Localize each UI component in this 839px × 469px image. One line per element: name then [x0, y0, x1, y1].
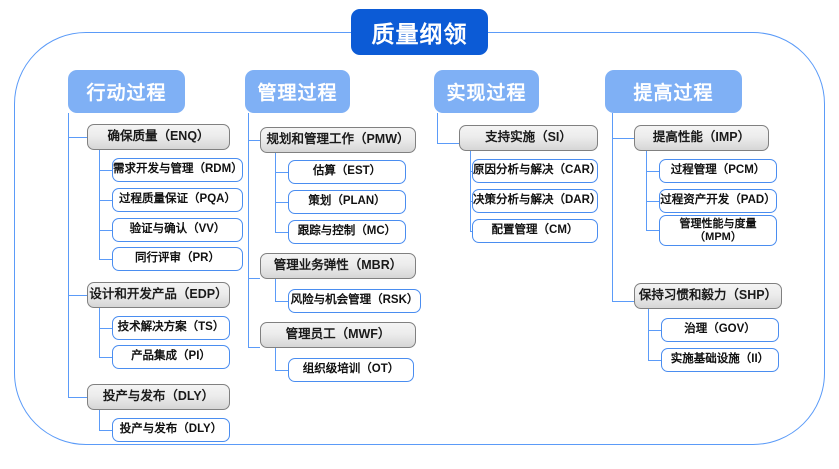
connector-col0-g2-stub: [68, 397, 87, 399]
connector-shp-c1: [648, 360, 661, 362]
leaf-node-mpm[interactable]: 管理性能与度量 （MPM）: [659, 215, 777, 246]
connector-enq-spine: [99, 150, 101, 259]
root-title-node: 质量纲领: [351, 9, 488, 55]
connector-imp-c2: [646, 230, 659, 232]
group-node-imp[interactable]: 提高性能（IMP）: [634, 125, 769, 151]
leaf-node-ot[interactable]: 组织级培训（OT）: [288, 358, 414, 382]
leaf-node-pad[interactable]: 过程资产开发（PAD）: [659, 189, 777, 213]
connector-mbr-c0: [275, 301, 288, 303]
connector-col3-spine: [612, 129, 614, 301]
leaf-node-mpm-label: 管理性能与度量 （MPM）: [679, 217, 757, 243]
leaf-node-dly[interactable]: 投产与发布（DLY）: [112, 418, 230, 442]
leaf-node-rdm[interactable]: 需求开发与管理（RDM）: [112, 158, 243, 182]
connector-mbr-spine: [275, 279, 277, 301]
connector-pmw-spine: [275, 153, 277, 232]
connector-dly-spine: [99, 410, 101, 430]
connector-mwf-c0: [275, 370, 288, 372]
leaf-node-rsk[interactable]: 风险与机会管理（RSK）: [288, 289, 421, 313]
leaf-node-vv[interactable]: 验证与确认（VV）: [112, 218, 243, 242]
connector-col2-drop: [437, 113, 439, 129]
connector-pmw-c2: [275, 232, 288, 234]
group-node-edp[interactable]: 设计和开发产品（EDP）: [87, 282, 230, 308]
connector-col2-g0-stub: [437, 143, 459, 145]
leaf-node-dar[interactable]: 决策分析与解决（DAR）: [472, 189, 601, 213]
group-node-dly[interactable]: 投产与发布（DLY）: [87, 384, 230, 410]
connector-col1-g0-stub: [248, 140, 260, 142]
connector-col0-g0-stub: [68, 137, 87, 139]
connector-col3-g1-stub: [612, 301, 634, 303]
connector-col1-drop: [248, 113, 250, 129]
leaf-node-mc[interactable]: 跟踪与控制（MC）: [288, 220, 406, 244]
connector-enq-c0: [99, 170, 112, 172]
connector-col0-g1-stub: [68, 295, 87, 297]
connector-mwf-spine: [275, 348, 277, 370]
group-node-pmw[interactable]: 规划和管理工作（PMW）: [260, 127, 416, 153]
connector-enq-c1: [99, 200, 112, 202]
connector-edp-spine: [99, 308, 101, 358]
column-header-2[interactable]: 实现过程: [434, 70, 539, 113]
column-header-3[interactable]: 提高过程: [605, 70, 742, 113]
connector-edp-c0: [99, 328, 112, 330]
group-node-enq[interactable]: 确保质量（ENQ）: [87, 124, 230, 150]
connector-col1-spine: [248, 129, 250, 347]
connector-col0-spine: [68, 129, 70, 397]
leaf-node-pqa[interactable]: 过程质量保证（PQA）: [112, 188, 243, 212]
leaf-node-ii[interactable]: 实施基础设施（II）: [661, 348, 779, 372]
connector-si-spine: [470, 151, 472, 231]
connector-col1-g2-stub: [248, 347, 260, 349]
leaf-node-ts[interactable]: 技术解决方案（TS）: [112, 316, 230, 340]
connector-shp-c0: [648, 330, 661, 332]
group-node-mwf[interactable]: 管理员工（MWF）: [260, 322, 416, 348]
connector-edp-c1: [99, 357, 112, 359]
connector-dly-c0: [99, 430, 112, 432]
connector-imp-c0: [646, 171, 659, 173]
leaf-node-cm[interactable]: 配置管理（CM）: [472, 219, 598, 243]
column-header-0[interactable]: 行动过程: [68, 70, 185, 113]
leaf-node-car[interactable]: 原因分析与解决（CAR）: [472, 159, 601, 183]
connector-enq-c2: [99, 230, 112, 232]
connector-shp-spine: [648, 309, 650, 360]
connector-pmw-c1: [275, 202, 288, 204]
leaf-node-pcm[interactable]: 过程管理（PCM）: [659, 159, 777, 183]
connector-col3-g0-stub: [612, 138, 634, 140]
leaf-node-pr[interactable]: 同行评审（PR）: [112, 247, 243, 271]
leaf-node-plan[interactable]: 策划（PLAN）: [288, 190, 406, 214]
leaf-node-pi[interactable]: 产品集成（PI）: [112, 345, 230, 369]
connector-col1-g1-stub: [248, 278, 260, 280]
group-node-mbr[interactable]: 管理业务弹性（MBR）: [260, 253, 416, 279]
connector-col2-spine: [437, 129, 439, 143]
connector-pmw-c0: [275, 172, 288, 174]
connector-col3-drop: [612, 113, 614, 129]
leaf-node-est[interactable]: 估算（EST）: [288, 160, 406, 184]
connector-enq-c3: [99, 259, 112, 261]
connector-imp-c1: [646, 201, 659, 203]
connector-col0-drop: [68, 113, 70, 129]
connector-imp-spine: [646, 151, 648, 230]
group-node-shp[interactable]: 保持习惯和毅力（SHP）: [634, 283, 782, 309]
column-header-1[interactable]: 管理过程: [245, 70, 350, 113]
group-node-si[interactable]: 支持实施（SI）: [459, 125, 598, 151]
leaf-node-gov[interactable]: 治理（GOV）: [661, 318, 779, 342]
